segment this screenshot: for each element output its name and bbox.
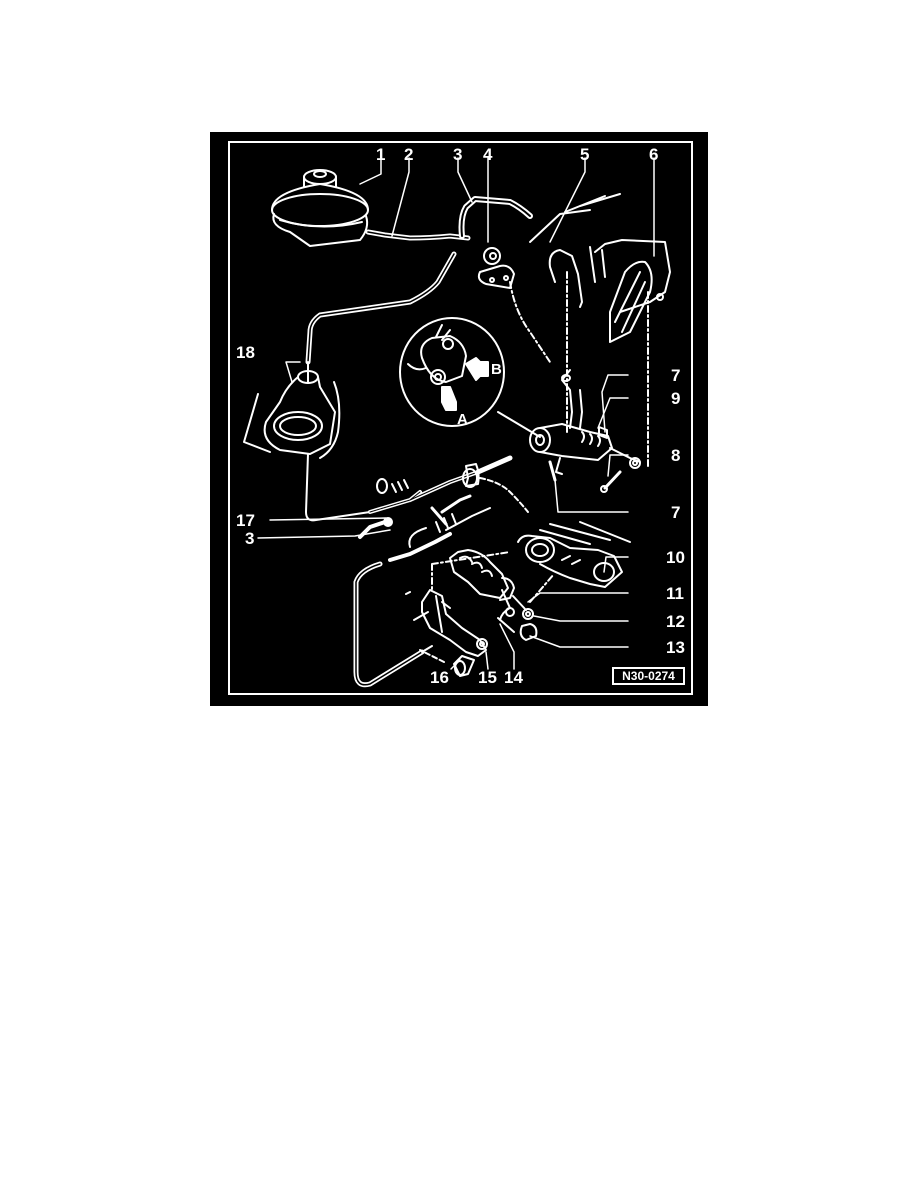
slave-cylinder-icon <box>405 521 631 677</box>
detail-arrow-b-label: B <box>491 361 502 378</box>
diagram-line-art <box>243 157 671 688</box>
callout-7-lower: 7 <box>671 503 681 522</box>
leader-lines <box>257 157 655 670</box>
callout-15: 15 <box>478 668 497 687</box>
callout-3-lower: 3 <box>245 529 255 548</box>
callout-11: 11 <box>666 584 684 603</box>
callout-8: 8 <box>671 446 681 465</box>
callout-14: 14 <box>504 668 523 687</box>
callout-9: 9 <box>671 389 681 408</box>
pedal-bracket-icon <box>529 193 671 343</box>
callout-12: 12 <box>666 612 685 631</box>
pipe-lower-icon <box>353 455 529 688</box>
diagram-frame <box>228 141 693 695</box>
callout-3-upper: 3 <box>453 145 463 164</box>
clutch-hydraulics-diagram: 1 2 3 4 5 6 7 9 8 7 18 17 3 10 11 12 13 … <box>210 132 708 706</box>
reservoir-icon <box>271 169 369 247</box>
callout-16: 16 <box>430 668 449 687</box>
callout-4: 4 <box>483 145 493 164</box>
callout-2: 2 <box>404 145 414 164</box>
figure-code: N30-0274 <box>612 667 685 685</box>
callout-7-upper: 7 <box>671 366 681 385</box>
detail-view-icon <box>399 317 541 438</box>
callout-13: 13 <box>666 638 685 657</box>
detail-arrow-a-label: A <box>457 411 468 428</box>
boot-icon <box>243 361 371 522</box>
master-cylinder-icon <box>529 369 641 493</box>
callout-1: 1 <box>376 145 386 164</box>
callout-6: 6 <box>649 145 659 164</box>
callout-10: 10 <box>666 548 685 567</box>
callout-18: 18 <box>236 343 255 362</box>
grommet-icon <box>477 247 515 289</box>
callout-5: 5 <box>580 145 590 164</box>
callout-17: 17 <box>236 511 255 530</box>
